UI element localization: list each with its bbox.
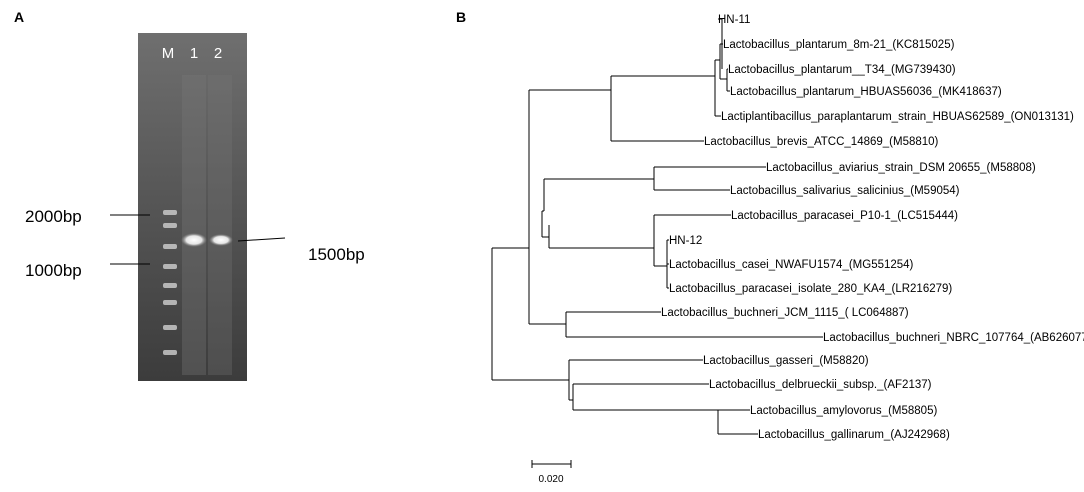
phylogenetic-tree: HN-11 Lactobacillus_plantarum_8m-21_(KC8… xyxy=(491,14,1084,485)
lane-label-2: 2 xyxy=(214,45,222,62)
gel-image xyxy=(138,33,247,381)
lane-label-m: M xyxy=(162,45,175,62)
taxon-label: Lactobacillus_paracasei_P10-1_(LC515444) xyxy=(731,210,958,222)
panel-b-letter: B xyxy=(456,9,467,25)
taxon-label: Lactobacillus_buchneri_JCM_1115_( LC0648… xyxy=(661,307,909,319)
lane-2-band xyxy=(209,234,233,246)
taxon-label: Lactobacillus_amylovorus_(M58805) xyxy=(750,405,937,417)
band-1500-label: 1500bp xyxy=(308,245,365,264)
scale-bar-label: 0.020 xyxy=(538,474,563,485)
taxon-label: Lactobacillus_gallinarum_(AJ242968) xyxy=(758,429,950,441)
taxon-label: Lactobacillus_plantarum__T34_(MG739430) xyxy=(728,64,956,76)
panel-a-letter: A xyxy=(14,9,25,25)
taxon-label: Lactobacillus_brevis_ATCC_14869_(M58810) xyxy=(704,136,939,148)
taxon-label: Lactiplantibacillus_paraplantarum_strain… xyxy=(721,111,1074,123)
taxon-label: Lactobacillus_aviarius_strain_DSM 20655_… xyxy=(766,162,1036,174)
taxon-label: Lactobacillus_plantarum_8m-21_(KC815025) xyxy=(723,39,955,51)
taxon-label: HN-12 xyxy=(669,235,702,247)
taxon-label: Lactobacillus_gasseri_(M58820) xyxy=(703,355,869,367)
taxon-label: Lactobacillus_buchneri_NBRC_107764_(AB62… xyxy=(823,332,1084,344)
marker-1000-label: 1000bp xyxy=(25,261,82,280)
lane-label-1: 1 xyxy=(190,45,198,62)
lane-1-band xyxy=(181,233,207,247)
ladder-bands xyxy=(163,210,177,355)
taxon-label: Lactobacillus_paracasei_isolate_280_KA4_… xyxy=(669,283,952,295)
taxon-label: Lactobacillus_salivarius_salicinius_(M59… xyxy=(730,185,960,197)
taxon-labels: HN-11 Lactobacillus_plantarum_8m-21_(KC8… xyxy=(538,14,1084,485)
band-1500-line xyxy=(237,237,286,242)
taxon-label: HN-11 xyxy=(718,14,750,26)
taxon-label: Lactobacillus_plantarum_HBUAS56036_(MK41… xyxy=(730,86,1002,98)
marker-2000-label: 2000bp xyxy=(25,207,82,226)
tree-branches xyxy=(491,18,823,468)
taxon-label: Lactobacillus_casei_NWAFU1574_(MG551254) xyxy=(669,259,914,271)
taxon-label: Lactobacillus_delbrueckii_subsp._(AF2137… xyxy=(709,379,932,391)
gel-panel: M 1 2 2000bp 1000bp 1500bp xyxy=(25,33,365,381)
